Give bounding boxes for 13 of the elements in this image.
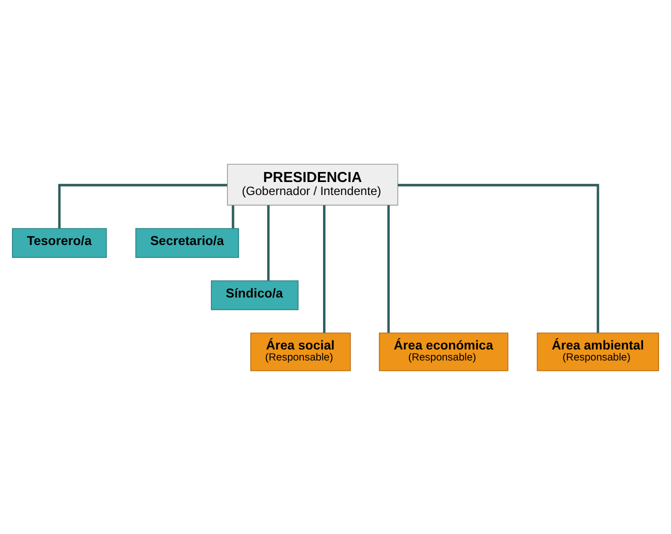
connector (232, 204, 234, 228)
connector (58, 183, 228, 228)
connector (323, 204, 326, 332)
node-box: Área ambiental (Responsable) (536, 332, 660, 371)
node-box: Área social (Responsable) (250, 332, 351, 371)
node-box: PRESIDENCIA (Gobernador / Intendente) (226, 163, 398, 206)
connector (387, 204, 390, 332)
node-box: Secretario/a (135, 228, 240, 258)
connector (398, 183, 600, 332)
node-box: Síndico/a (210, 280, 299, 310)
node-box: Área económica (Responsable) (378, 332, 508, 371)
node-box: Tesorero/a (12, 228, 107, 258)
connector (267, 204, 270, 280)
